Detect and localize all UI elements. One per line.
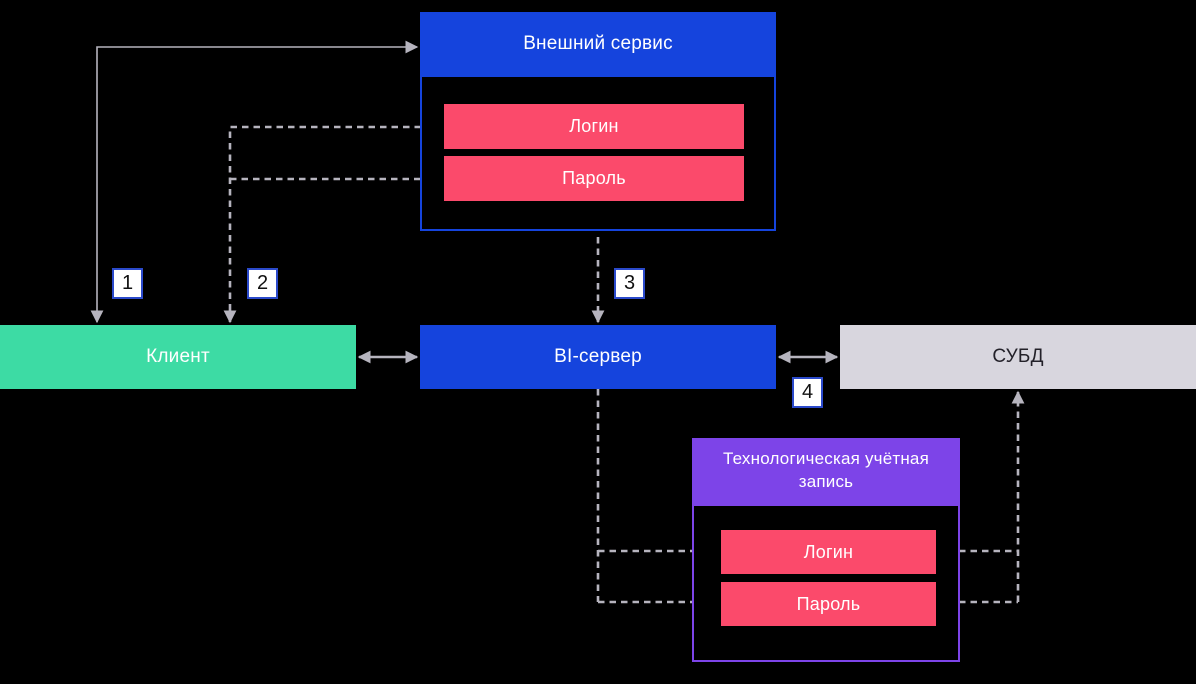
bi-server-label: BI-сервер [554, 346, 642, 367]
tech-account-password-field: Пароль [721, 582, 936, 626]
client-node: Клиент [0, 325, 356, 389]
dbms-node: СУБД [840, 325, 1196, 389]
tech-account-login-label: Логин [803, 541, 854, 562]
external-service-password-label: Пароль [562, 168, 626, 188]
step-2-label: 2 [256, 272, 269, 294]
step-1-label: 1 [121, 272, 134, 294]
step-badge-3: 3 [614, 268, 645, 299]
step-badge-4: 4 [792, 377, 823, 408]
connector-client-ext-login [223, 120, 442, 324]
tech-account-password-label: Пароль [796, 593, 861, 614]
step-badge-2: 2 [247, 268, 278, 299]
step-badge-1: 1 [112, 268, 143, 299]
external-service-login-field: Логин [444, 104, 744, 149]
tech-account-header: Технологическая учётная запись [692, 438, 960, 504]
connector-client-external-service [90, 40, 419, 324]
external-service-body [420, 75, 776, 231]
dbms-label: СУБД [992, 346, 1044, 367]
external-service-login-label: Логин [569, 116, 619, 136]
step-3-label: 3 [623, 272, 636, 294]
external-service-password-field: Пароль [444, 156, 744, 201]
client-label: Клиент [146, 346, 210, 367]
external-service-title: Внешний сервис [523, 32, 673, 54]
tech-account-login-field: Логин [721, 530, 936, 574]
tech-account-title: Технологическая учётная запись [723, 449, 929, 491]
external-service-header: Внешний сервис [420, 12, 776, 75]
bi-server-node: BI-сервер [420, 325, 776, 389]
step-4-label: 4 [801, 381, 814, 403]
